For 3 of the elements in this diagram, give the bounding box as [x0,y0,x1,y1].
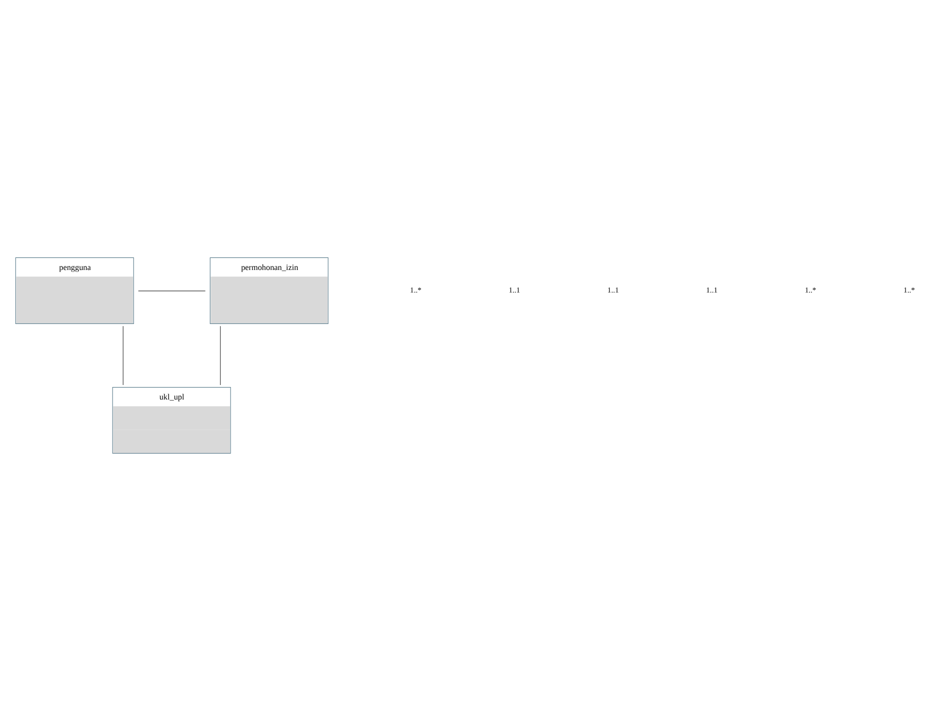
connector [220,326,221,386]
connector [122,326,124,386]
connector [138,290,206,292]
